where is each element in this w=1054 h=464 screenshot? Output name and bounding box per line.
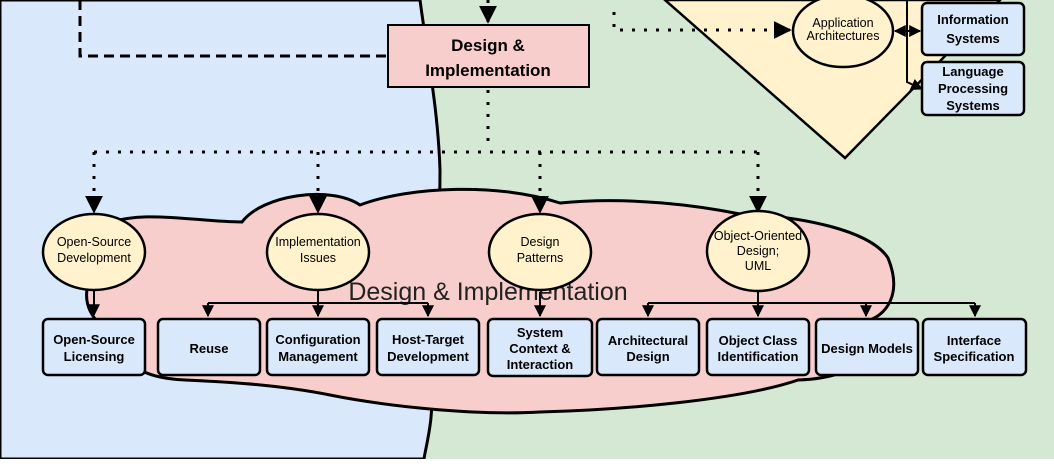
oo-design-line1: Object-Oriented <box>714 229 802 243</box>
system-context-line2: Context & <box>509 341 570 356</box>
design-patterns-ellipse[interactable] <box>487 212 593 292</box>
os-licensing-line1: Open-Source <box>53 332 135 347</box>
system-context-box[interactable] <box>486 317 594 378</box>
open-source-ellipse[interactable] <box>41 212 147 292</box>
app-arch-line2: Architectures <box>807 29 880 43</box>
interface-spec-box[interactable] <box>921 317 1028 377</box>
system-context-line3: Interaction <box>507 357 574 372</box>
system-context-line1: System <box>517 325 563 340</box>
oo-design-line2: Design; <box>737 244 779 258</box>
config-mgmt-line1: Configuration <box>275 332 360 347</box>
host-target-line1: Host-Target <box>392 332 465 347</box>
object-class-box[interactable] <box>705 317 811 377</box>
header-box[interactable] <box>387 24 590 88</box>
info-systems-line1: Information <box>937 12 1009 27</box>
host-target-line2: Development <box>387 349 469 364</box>
lang-processing-box[interactable] <box>920 60 1026 117</box>
impl-issues-line1: Implementation <box>275 235 361 249</box>
design-patterns-line1: Design <box>521 235 560 249</box>
config-mgmt-box[interactable] <box>265 317 371 377</box>
arch-design-line1: Architectural <box>608 333 688 348</box>
lang-processing-line1: Language <box>942 64 1003 79</box>
host-target-box[interactable] <box>375 317 481 377</box>
reuse-box[interactable] <box>156 317 262 377</box>
lang-processing-line2: Processing <box>938 81 1008 96</box>
os-licensing-line2: Licensing <box>64 349 125 364</box>
design-models-line1: Design Models <box>821 341 913 356</box>
connector-lang-processing <box>906 0 924 90</box>
interface-spec-line2: Specification <box>934 349 1015 364</box>
design-patterns-line2: Patterns <box>517 251 564 265</box>
app-arch-ellipse[interactable] <box>791 0 895 69</box>
config-mgmt-line2: Management <box>278 349 358 364</box>
info-systems-box[interactable] <box>920 1 1026 57</box>
info-systems-line2: Systems <box>946 31 999 46</box>
header-box-line2: Implementation <box>425 61 551 80</box>
object-class-line1: Object Class <box>719 333 798 348</box>
interface-spec-line1: Interface <box>947 333 1001 348</box>
header-box-line1: Design & <box>451 36 525 55</box>
object-class-line2: Identification <box>718 349 799 364</box>
arch-design-line2: Design <box>626 349 669 364</box>
impl-issues-ellipse[interactable] <box>265 212 371 292</box>
lang-processing-line3: Systems <box>946 98 999 113</box>
arch-design-box[interactable] <box>595 317 701 377</box>
dashed-connector <box>78 0 388 58</box>
open-source-line1: Open-Source <box>57 235 131 249</box>
oo-design-line3: UML <box>745 259 771 273</box>
os-licensing-box[interactable] <box>41 317 147 377</box>
design-models-box[interactable] <box>814 317 920 377</box>
reuse-line1: Reuse <box>189 341 228 356</box>
oo-design-ellipse[interactable] <box>705 209 811 293</box>
open-source-line2: Development <box>57 251 131 265</box>
impl-issues-line2: Issues <box>300 251 336 265</box>
app-arch-line1: Application <box>812 16 873 30</box>
cloud-title: Design & Implementation <box>348 278 627 306</box>
